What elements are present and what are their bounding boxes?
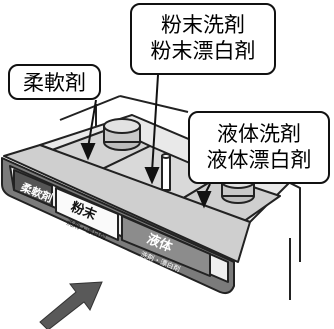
- callout-liquid-bleach-label: 液体漂白剤: [206, 148, 312, 172]
- callout-pointers: [80, 74, 212, 209]
- callout-powder: 粉末洗剤 粉末漂白剤: [130, 3, 276, 75]
- liquid-plate: [121, 215, 211, 277]
- push-in-arrow-icon: [39, 281, 103, 329]
- callout-powder-detergent-label: 粉末洗剤: [161, 13, 245, 37]
- callout-liquid-detergent-label: 液体洗剤: [217, 122, 301, 146]
- softener-plate: [13, 169, 53, 207]
- callout-fabric-softener: 柔軟剤: [8, 64, 101, 100]
- callout-powder-bleach-label: 粉末漂白剤: [150, 39, 256, 63]
- callout-fabric-softener-label: 柔軟剤: [23, 71, 86, 95]
- callout-liquid: 液体洗剤 液体漂白剤: [188, 111, 330, 184]
- drawer-front-panel[interactable]: [1, 144, 251, 295]
- drawer-body: [39, 114, 291, 225]
- powder-plate: [55, 187, 119, 241]
